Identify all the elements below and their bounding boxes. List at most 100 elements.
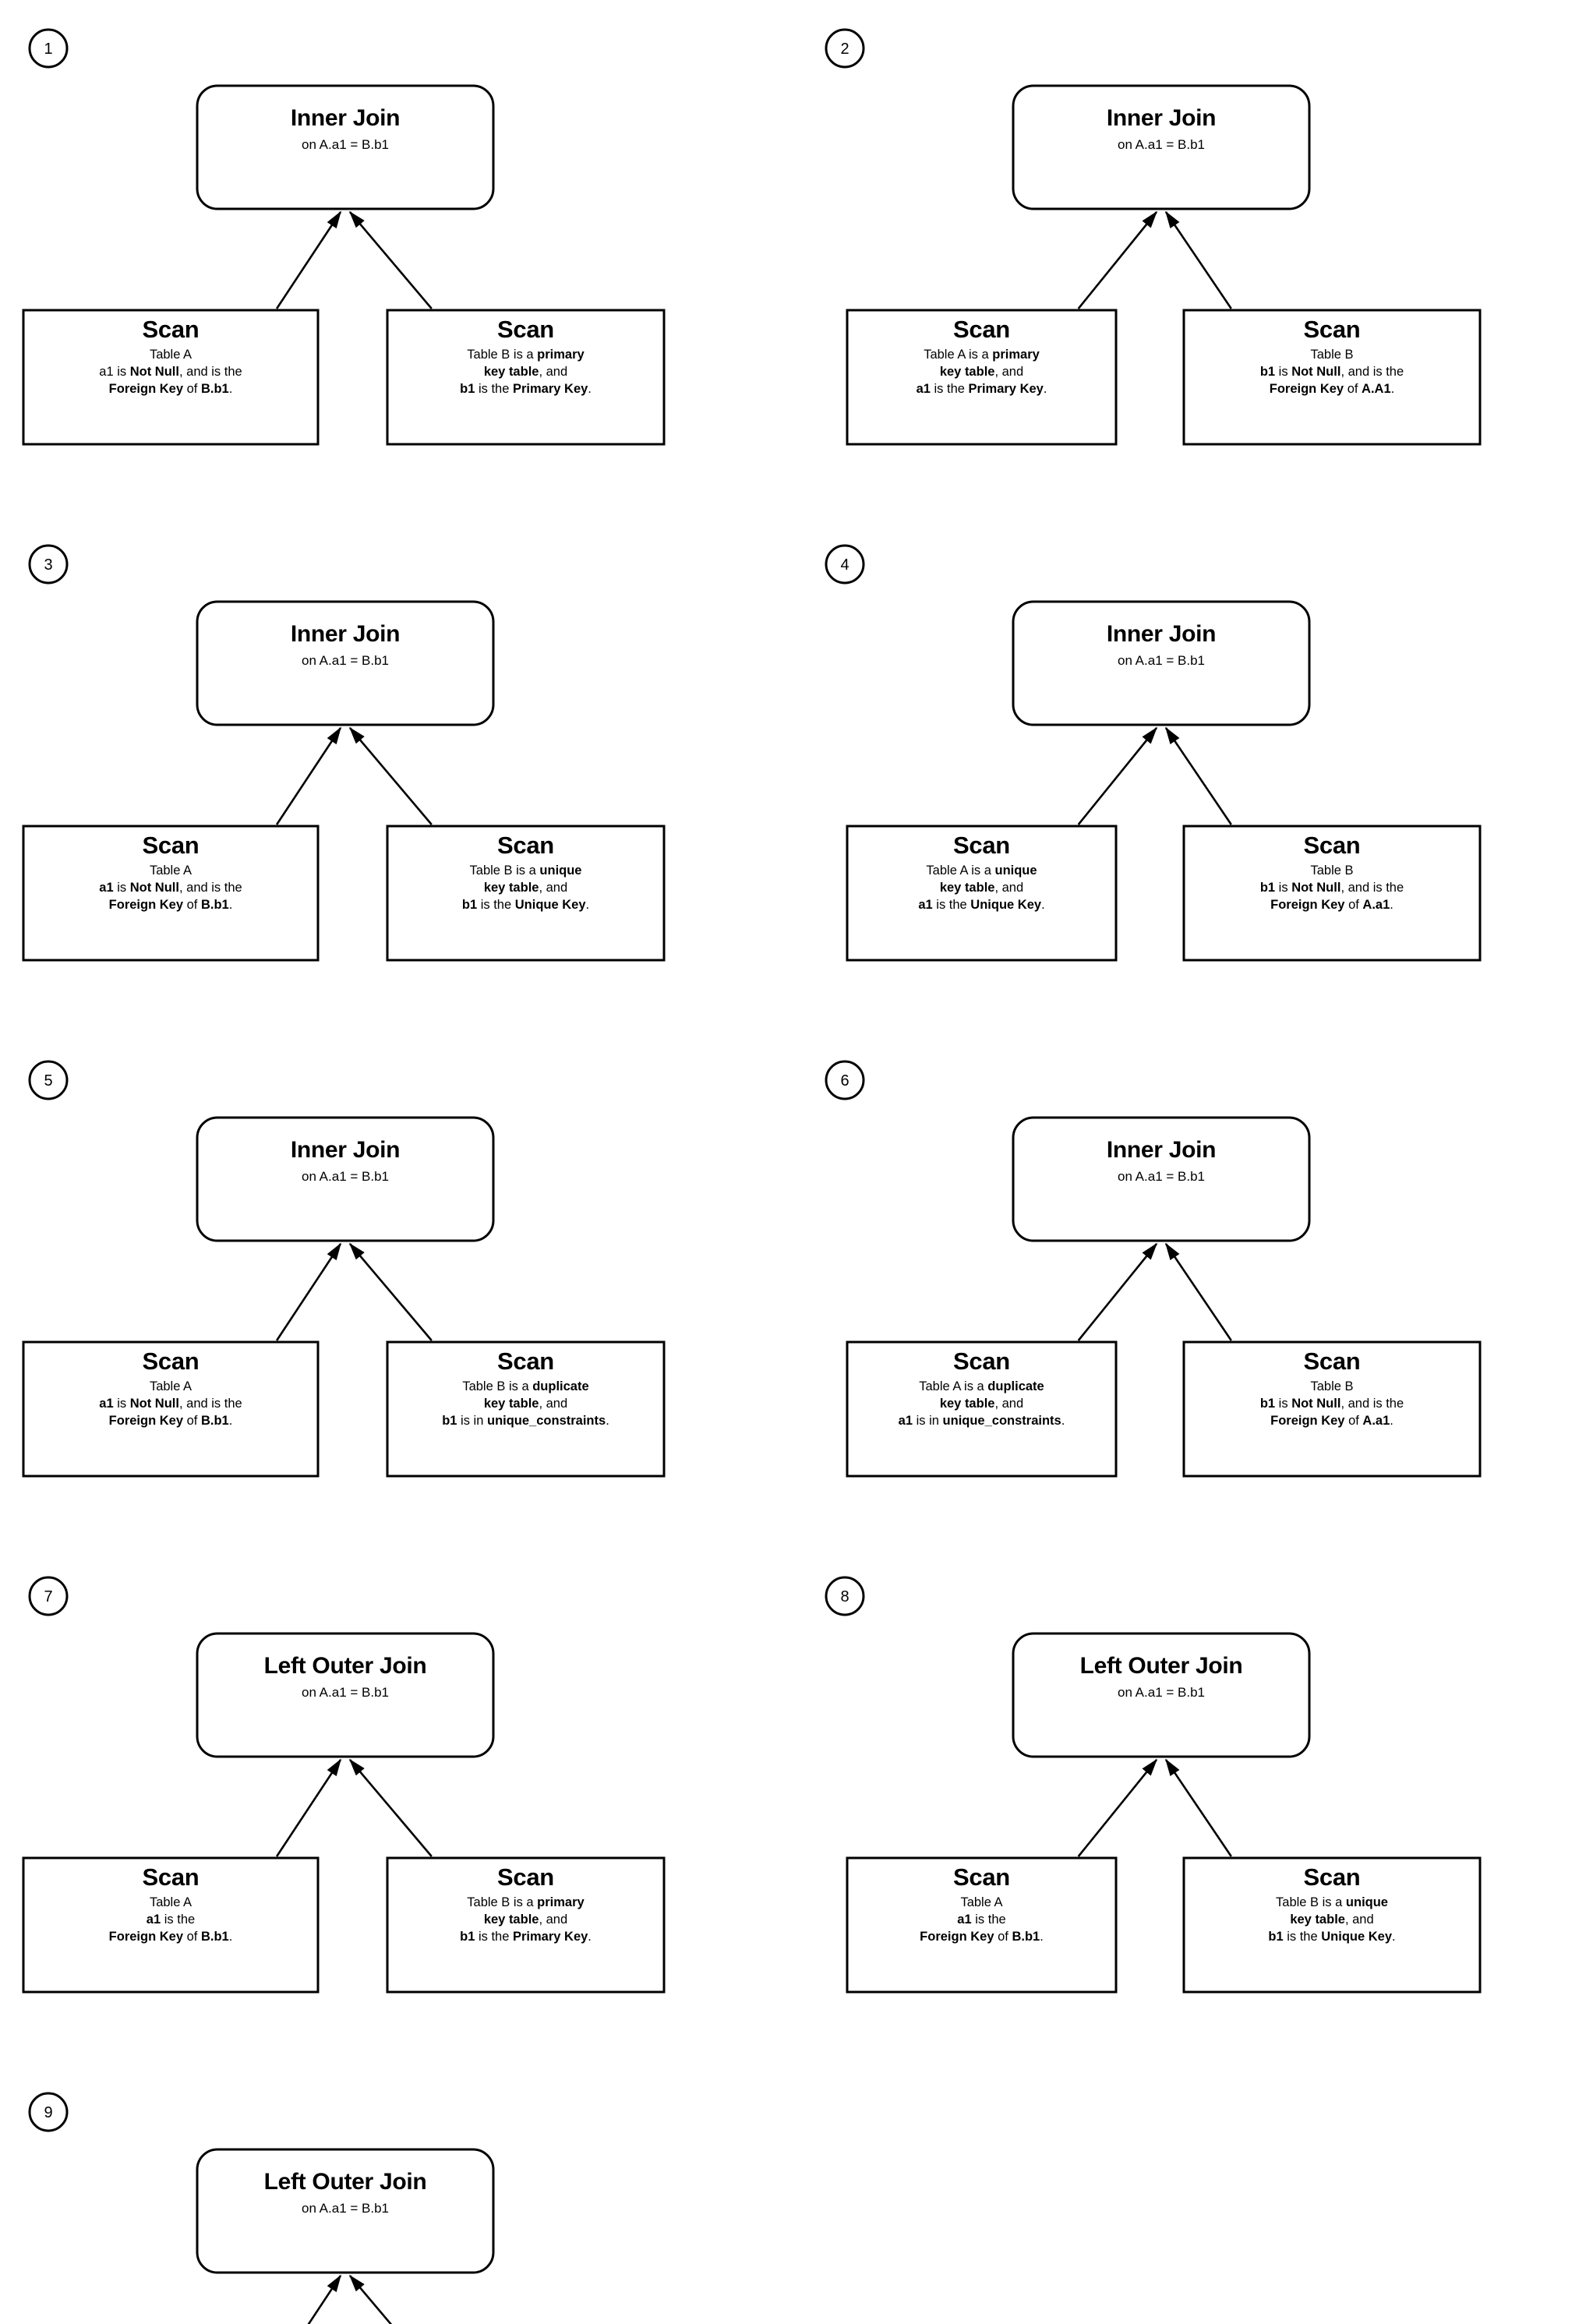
scan-description-line: Table A: [920, 1895, 1044, 1912]
scan-description-line: a1 is the Unique Key.: [918, 897, 1044, 914]
scan-description-line: key table, and: [462, 880, 589, 897]
plain-text: is the: [475, 381, 513, 396]
emphasis-text: A.A1: [1362, 381, 1391, 396]
plain-text: is the: [161, 1912, 196, 1927]
emphasis-text: primary: [992, 347, 1040, 362]
emphasis-text: A.a1: [1362, 897, 1390, 912]
scan-node-left-box[interactable]: [22, 1856, 320, 1994]
join-node-box[interactable]: [196, 84, 495, 210]
scan-node-right-box[interactable]: [386, 1856, 666, 1994]
emphasis-text: Foreign Key: [920, 1929, 994, 1944]
scan-description-line: Table A: [99, 863, 242, 880]
scan-node-right-box[interactable]: [386, 1340, 666, 1478]
join-node-box[interactable]: [196, 2148, 495, 2274]
scan-node-heading: Scan: [953, 316, 1010, 343]
scan-node-right-box[interactable]: [386, 825, 666, 962]
diagram-index-label: 9: [44, 2104, 52, 2121]
scan-description-line: a1 is the Primary Key.: [917, 381, 1047, 398]
join-node-title: Left Outer Join: [1079, 1653, 1243, 1679]
join-node-box[interactable]: [1012, 1116, 1311, 1242]
scan-description-line: b1 is the Primary Key.: [460, 1929, 592, 1946]
emphasis-text: unique: [994, 863, 1037, 878]
plain-text: Table B: [1310, 863, 1354, 878]
scan-node-right-box[interactable]: [1182, 1856, 1482, 1994]
diagram-index-badge: 9: [28, 2092, 69, 2132]
scan-node-right-box[interactable]: [1182, 309, 1482, 446]
join-node-box[interactable]: [1012, 1632, 1311, 1758]
scan-description-line: Table B: [1260, 1379, 1404, 1396]
plain-text: of: [1344, 381, 1362, 396]
scan-node-left-box[interactable]: [22, 309, 320, 446]
join-node-box[interactable]: [196, 600, 495, 726]
edge-right-arrow: [1164, 1758, 1232, 1857]
scan-node-left-box[interactable]: [22, 1340, 320, 1478]
scan-node-left-box[interactable]: [846, 1856, 1118, 1994]
scan-node-left-box[interactable]: [22, 825, 320, 962]
join-node-title: Inner Join: [1106, 105, 1217, 131]
join-node-box[interactable]: [1012, 600, 1311, 726]
emphasis-text: Foreign Key: [108, 381, 184, 396]
scan-node-left-box[interactable]: [846, 309, 1118, 446]
scan-node-right-box[interactable]: [1182, 1340, 1482, 1478]
join-node-box[interactable]: [196, 1116, 495, 1242]
scan-description-line: Table B is a primary: [460, 1895, 592, 1912]
plain-text: , and: [539, 364, 568, 379]
emphasis-text: unique_constraints: [942, 1413, 1061, 1428]
plain-text: Table A: [149, 863, 193, 878]
plain-text: , and is the: [178, 1396, 242, 1411]
emphasis-text: key table: [483, 880, 539, 895]
edge-right-arrow: [348, 1242, 433, 1341]
scan-node-left-box[interactable]: [846, 1340, 1118, 1478]
emphasis-text: key table: [1290, 1912, 1345, 1927]
emphasis-text: duplicate: [532, 1379, 589, 1393]
scan-node-left-box[interactable]: [846, 825, 1118, 962]
scan-description-line: Foreign Key of B.b1.: [109, 1929, 233, 1946]
scan-description-line: key table, and: [442, 1396, 609, 1413]
edge-right-arrow: [348, 726, 433, 825]
join-node-box[interactable]: [196, 1632, 495, 1758]
diagram-index-badge: 6: [825, 1060, 865, 1100]
scan-node-right-box[interactable]: [386, 309, 666, 446]
diagram-index-badge: 5: [28, 1060, 69, 1100]
edge-left-arrow: [1077, 210, 1158, 309]
scan-node-right-box[interactable]: [1182, 825, 1482, 962]
plain-text: is the: [932, 897, 971, 912]
join-node-box[interactable]: [1012, 84, 1311, 210]
